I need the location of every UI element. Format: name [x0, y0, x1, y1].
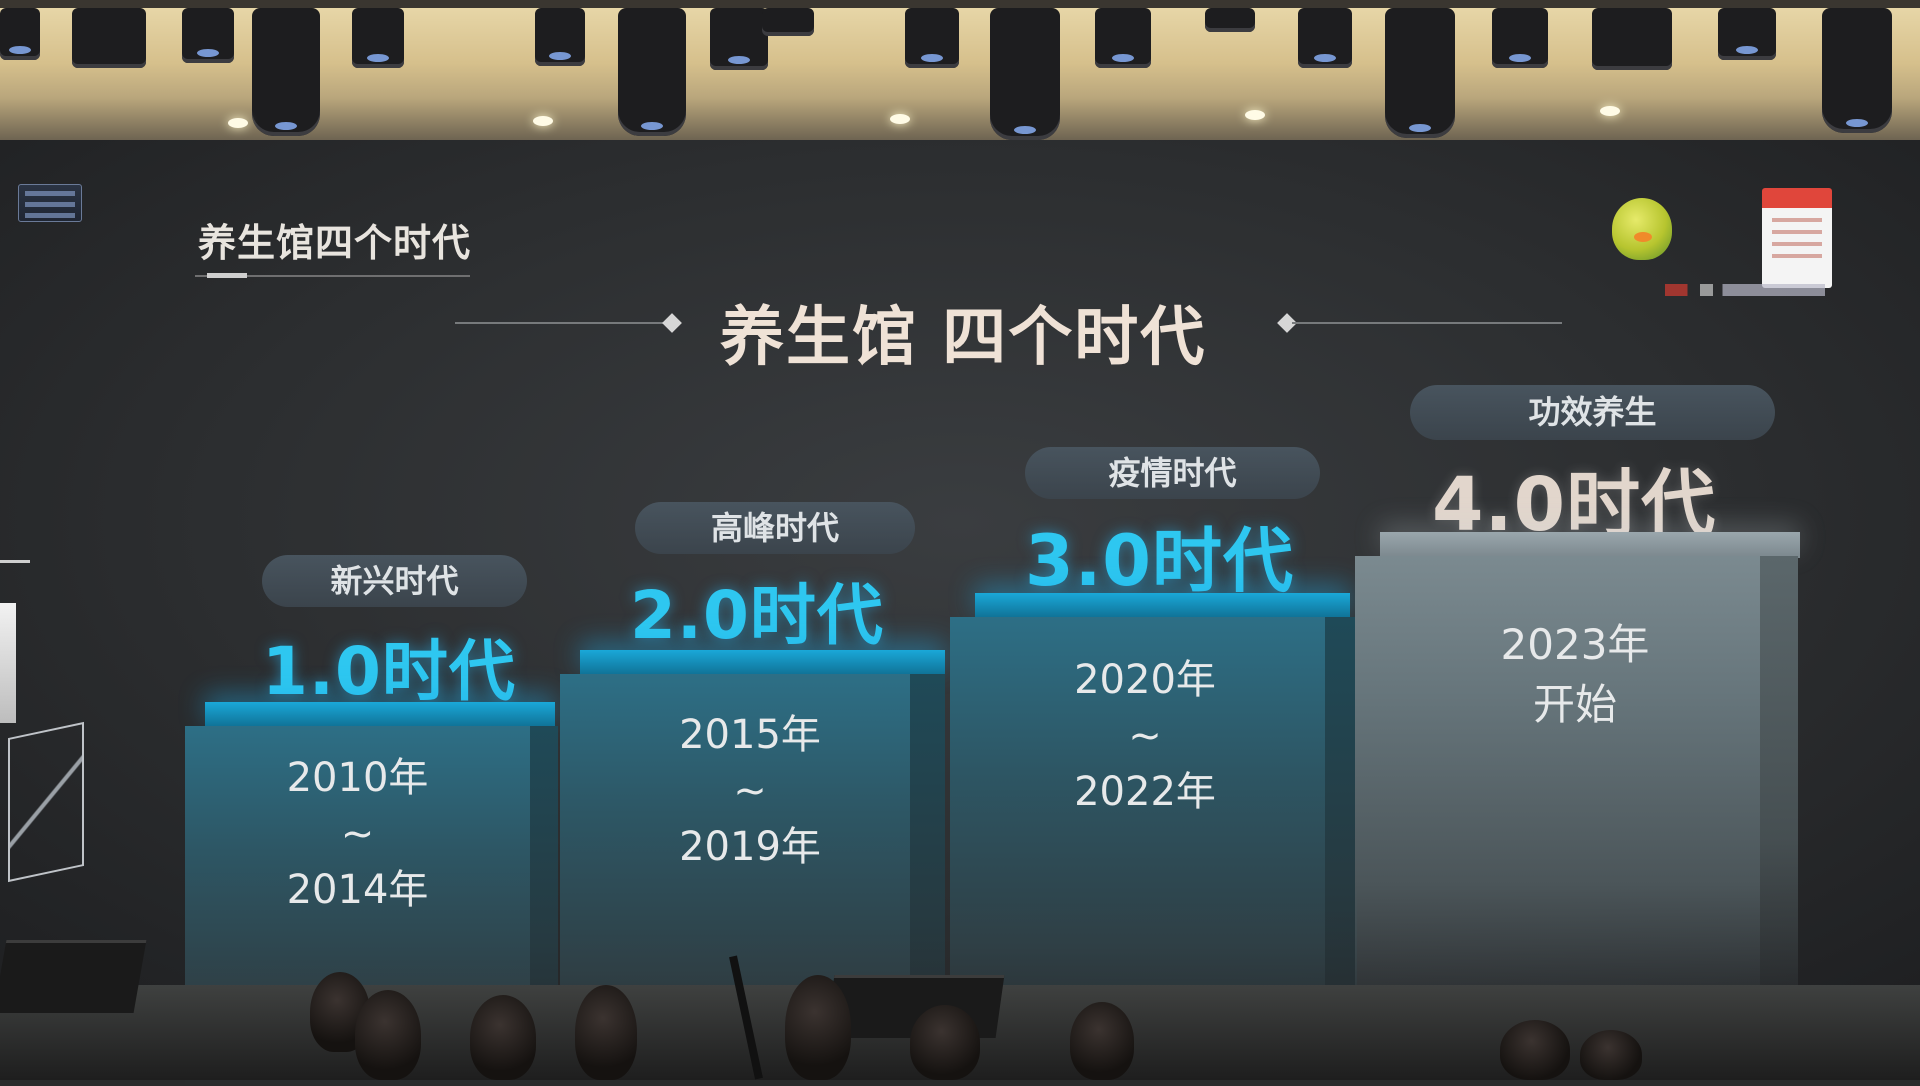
slide-main-title: 养生馆 四个时代 [720, 301, 1207, 375]
stage-light [1492, 8, 1548, 68]
audience-head [1580, 1030, 1642, 1080]
stage-light [1718, 8, 1776, 60]
audience-head [470, 995, 536, 1080]
stage-light [182, 8, 234, 63]
stage-light [710, 8, 768, 70]
era-block-top [1380, 532, 1800, 558]
era-end-year: 2019年 [679, 824, 821, 870]
ceiling-downlight [1600, 106, 1620, 116]
left-edge-decoration [0, 560, 30, 743]
event-logo [18, 184, 82, 222]
era-start-note: 开始 [1532, 680, 1617, 729]
era-block [950, 617, 1325, 1057]
era-start-year: 2010年 [286, 755, 429, 801]
stage-light [905, 8, 959, 68]
era-label: 1.0时代 [262, 633, 516, 710]
presentation-screen: 养生馆四个时代 养生馆 四个时代 新兴时代 1.0时代 2010年 ~ 2014… [0, 140, 1920, 1086]
stage-light [72, 8, 146, 68]
stage-monitor-speaker [0, 940, 147, 1013]
mascot-logo [1612, 198, 1672, 260]
moving-head-light [1822, 8, 1892, 133]
audience-head [910, 1005, 980, 1080]
section-title-underline [195, 273, 470, 278]
stage-light [1205, 8, 1255, 32]
era-block-top [580, 650, 945, 676]
era-years: 2020年 ~ 2022年 [950, 652, 1340, 820]
corner-caption-strip [1665, 284, 1825, 296]
era-block-top [975, 593, 1350, 619]
title-left-line [455, 322, 670, 324]
stage-light [535, 8, 585, 66]
stage-light [762, 8, 814, 36]
audience-head [1070, 1002, 1134, 1080]
ceiling-downlight [1245, 110, 1265, 120]
era-year-separator: ~ [1128, 713, 1162, 759]
era-end-year: 2014年 [286, 867, 429, 913]
audience-head [1500, 1020, 1570, 1080]
era-years: 2015年 ~ 2019年 [560, 707, 940, 875]
ceiling-downlight [890, 114, 910, 124]
audience-head [785, 975, 851, 1080]
moving-head-light [1385, 8, 1455, 138]
era-tag: 新兴时代 [262, 555, 527, 607]
stage-light [352, 8, 404, 68]
stage-light [1095, 8, 1151, 68]
era-block-side [1325, 617, 1357, 1057]
era-start-year: 2020年 [1074, 657, 1216, 703]
era-tag: 功效养生 [1410, 385, 1775, 440]
era-start-year: 2023年 [1500, 620, 1650, 669]
audience-head [355, 990, 421, 1080]
era-start-year: 2015年 [679, 712, 821, 758]
ceiling-downlight [533, 116, 553, 126]
era-year-separator: ~ [340, 811, 375, 857]
lighting-truss [0, 0, 1920, 8]
ceiling-downlight [228, 118, 248, 128]
moving-head-light [618, 8, 686, 136]
era-years: 2010年 ~ 2014年 [185, 750, 530, 918]
stage-light [1592, 8, 1672, 70]
stage-light [0, 8, 40, 60]
era-years: 2023年 开始 [1355, 615, 1795, 735]
era-tag: 高峰时代 [635, 502, 915, 554]
slide-section-title: 养生馆四个时代 [198, 220, 472, 265]
moving-head-light [252, 8, 320, 136]
era-year-separator: ~ [733, 768, 767, 814]
stage-light [1298, 8, 1352, 68]
era-block-side [1760, 556, 1798, 1026]
era-block [1355, 556, 1760, 1026]
ceiling [0, 0, 1920, 140]
red-card-graphic [1762, 188, 1832, 288]
moving-head-light [990, 8, 1060, 140]
era-label: 3.0时代 [1025, 520, 1295, 602]
title-left-diamond [662, 313, 682, 333]
era-block-top [205, 702, 555, 728]
crystal-decoration [8, 721, 84, 883]
era-tag: 疫情时代 [1025, 447, 1320, 499]
era-end-year: 2022年 [1074, 769, 1216, 815]
era-label: 2.0时代 [630, 577, 884, 654]
title-right-line [1292, 322, 1562, 324]
audience-head [575, 985, 637, 1080]
